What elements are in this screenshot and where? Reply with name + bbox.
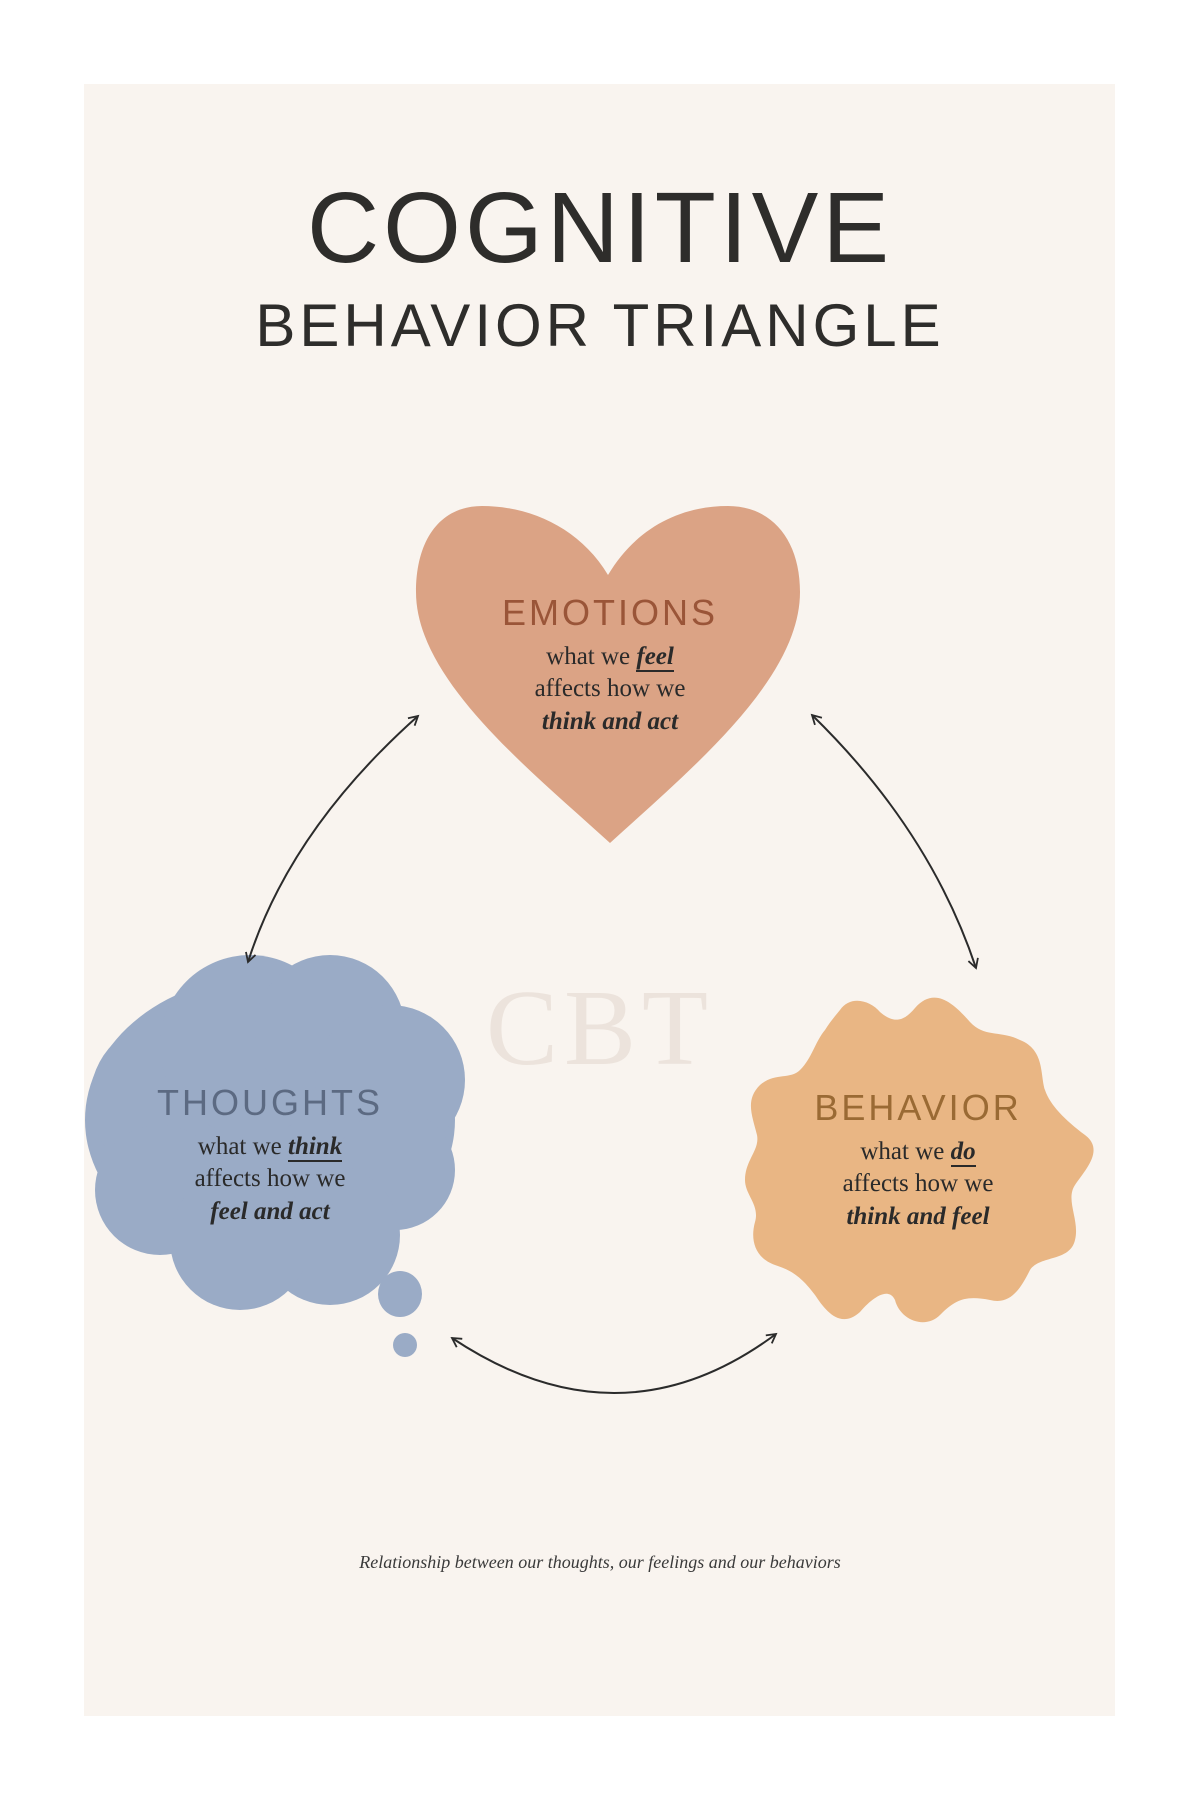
thoughts-line3: feel and act [210, 1197, 330, 1225]
behavior-burst-shape [745, 997, 1094, 1323]
behavior-line3: think and feel [846, 1202, 990, 1230]
behavior-node: BEHAVIOR what we do affects how we think… [768, 1088, 1068, 1233]
emotions-node: EMOTIONS what we feel affects how we thi… [450, 593, 770, 738]
thoughts-line1-prefix: what we [197, 1132, 289, 1160]
emotions-line1-prefix: what we [546, 642, 637, 670]
behavior-line2: affects how we [842, 1170, 994, 1198]
thoughts-node: THOUGHTS what we think affects how we fe… [120, 1083, 420, 1228]
title-main: COGNITIVE [306, 172, 894, 284]
emotions-heading: EMOTIONS [501, 592, 718, 633]
caption: Relationship between our thoughts, our f… [359, 1552, 841, 1572]
thoughts-body: what we think affects how we feel and ac… [120, 1131, 420, 1229]
emotions-line3: think and act [541, 707, 679, 735]
thought-cloud-shape [85, 955, 465, 1357]
emotions-body: what we feel affects how we think and ac… [450, 641, 770, 739]
thoughts-keyword: think [288, 1132, 343, 1162]
thoughts-line2: affects how we [194, 1165, 346, 1193]
emotions-keyword: feel [636, 642, 674, 672]
arrow-emotions-behavior [810, 713, 979, 970]
title-sub: BEHAVIOR TRIANGLE [255, 292, 945, 359]
heart-shape [416, 506, 800, 843]
cbt-watermark: CBT [485, 969, 715, 1088]
arrow-thoughts-behavior [450, 1332, 778, 1394]
arrow-emotions-thoughts [245, 714, 420, 964]
emotions-line2: affects how we [534, 675, 686, 703]
behavior-body: what we do affects how we think and feel [768, 1136, 1068, 1234]
behavior-line1-prefix: what we [860, 1137, 951, 1165]
thoughts-heading: THOUGHTS [157, 1082, 383, 1123]
behavior-heading: BEHAVIOR [814, 1087, 1022, 1128]
behavior-keyword: do [950, 1137, 976, 1167]
